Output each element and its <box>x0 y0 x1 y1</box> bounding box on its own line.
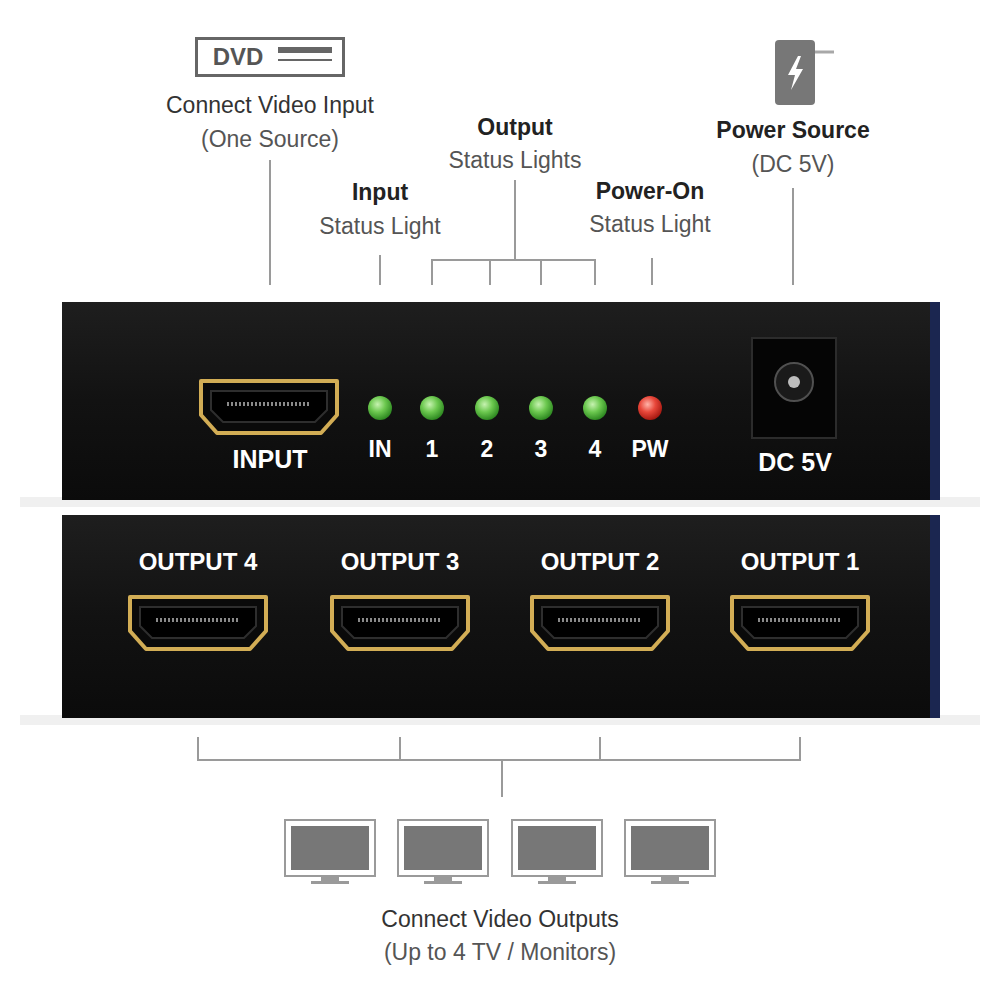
status-led <box>368 396 392 420</box>
monitor-icon <box>625 820 715 884</box>
bracket-line <box>599 737 601 760</box>
panel-edge <box>930 515 940 718</box>
callout-label: (DC 5V) <box>751 152 834 177</box>
plug-prong <box>815 51 834 54</box>
panel-label: OUTPUT 4 <box>139 549 258 575</box>
callout-label: Status Lights <box>449 148 582 173</box>
dc-jack <box>752 338 836 438</box>
panel-label: OUTPUT 1 <box>741 549 860 575</box>
splitter-back-panel: OUTPUT 4 OUTPUT 3 OUTPUT 2 OUTPUT 1 <box>62 515 940 718</box>
monitor-icon <box>512 820 602 884</box>
splitter-front-panel: INPUT IN 1 2 3 4 PW DC 5V <box>62 302 940 500</box>
panel-label: PW <box>631 437 668 462</box>
panel-label: OUTPUT 3 <box>341 549 460 575</box>
bracket-line <box>514 180 516 260</box>
jack-housing <box>752 338 836 438</box>
callout-label: Input <box>352 180 408 205</box>
panel-label: 4 <box>589 437 602 462</box>
back-panel <box>62 515 940 718</box>
monitor-icon <box>285 820 375 884</box>
panel-label: IN <box>369 437 392 462</box>
hdmi-output-port <box>532 597 668 649</box>
callout-label: Connect Video Outputs <box>381 907 618 932</box>
callout-label: Power Source <box>716 118 869 143</box>
panel-label: INPUT <box>233 446 308 474</box>
power-plug-icon <box>775 40 834 105</box>
status-led <box>475 396 499 420</box>
hdmi-output-port <box>130 597 266 649</box>
bracket-line <box>501 760 503 797</box>
panel-label: DC 5V <box>758 449 832 477</box>
callout-label: Connect Video Input <box>166 93 374 118</box>
bracket-line <box>198 737 800 760</box>
callout-label: Status Light <box>589 212 710 237</box>
hdmi-output-port <box>732 597 868 649</box>
front-panel <box>62 302 940 500</box>
monitor-icon <box>398 820 488 884</box>
callout-label: Output <box>477 115 552 140</box>
callout-label: (One Source) <box>201 127 339 152</box>
bracket-line <box>399 737 401 760</box>
power-led <box>638 396 662 420</box>
jack-socket <box>775 363 813 401</box>
dvd-icon-bar <box>278 47 332 53</box>
lightning-symbol <box>788 56 803 90</box>
bracket-line <box>432 260 595 285</box>
panel-label: 1 <box>426 437 439 462</box>
panel-label: DVD <box>213 44 264 70</box>
leader-line <box>651 258 653 285</box>
leader-line <box>379 255 381 285</box>
jack-pin <box>788 376 800 388</box>
bracket-line <box>540 260 542 285</box>
dvd-icon-box: DVD <box>195 37 345 77</box>
callout-label: Status Light <box>319 214 440 239</box>
callout-label: Power-On <box>596 179 705 204</box>
status-led <box>583 396 607 420</box>
panel-label: 2 <box>481 437 494 462</box>
panel-label: 3 <box>535 437 548 462</box>
panel-edge <box>930 302 940 500</box>
bracket-line <box>489 260 491 285</box>
leader-line <box>792 188 794 285</box>
hdmi-input-port <box>201 381 337 433</box>
dvd-icon-bar <box>278 59 332 61</box>
status-led <box>529 396 553 420</box>
hdmi-output-port <box>332 597 468 649</box>
callout-label: (Up to 4 TV / Monitors) <box>384 940 616 965</box>
plug-body <box>775 40 815 105</box>
leader-line <box>269 160 271 285</box>
panel-label: OUTPUT 2 <box>541 549 660 575</box>
status-led <box>420 396 444 420</box>
